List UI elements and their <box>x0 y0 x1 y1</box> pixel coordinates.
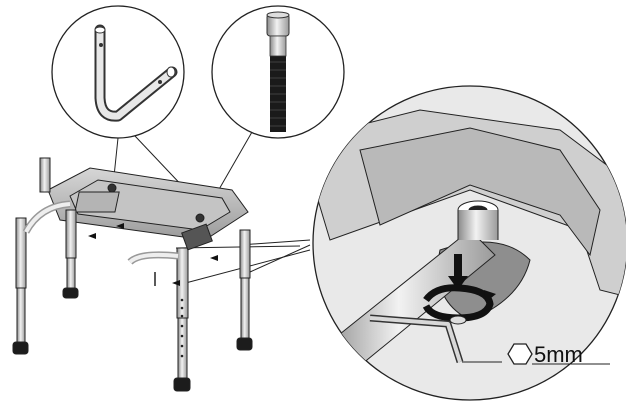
callout-u-bracket <box>51 5 185 139</box>
callout-bolt <box>211 5 345 139</box>
detail-view <box>312 85 626 401</box>
tool-size-label: 5mm <box>534 342 583 367</box>
hex-icon <box>507 343 533 365</box>
hex-size-label: 5mm <box>462 342 610 367</box>
leg-front-right <box>173 247 191 392</box>
leg-back-left <box>62 209 79 299</box>
stool-frame <box>12 157 253 392</box>
leg-back-right <box>236 229 253 351</box>
leg-front-left <box>12 217 29 355</box>
